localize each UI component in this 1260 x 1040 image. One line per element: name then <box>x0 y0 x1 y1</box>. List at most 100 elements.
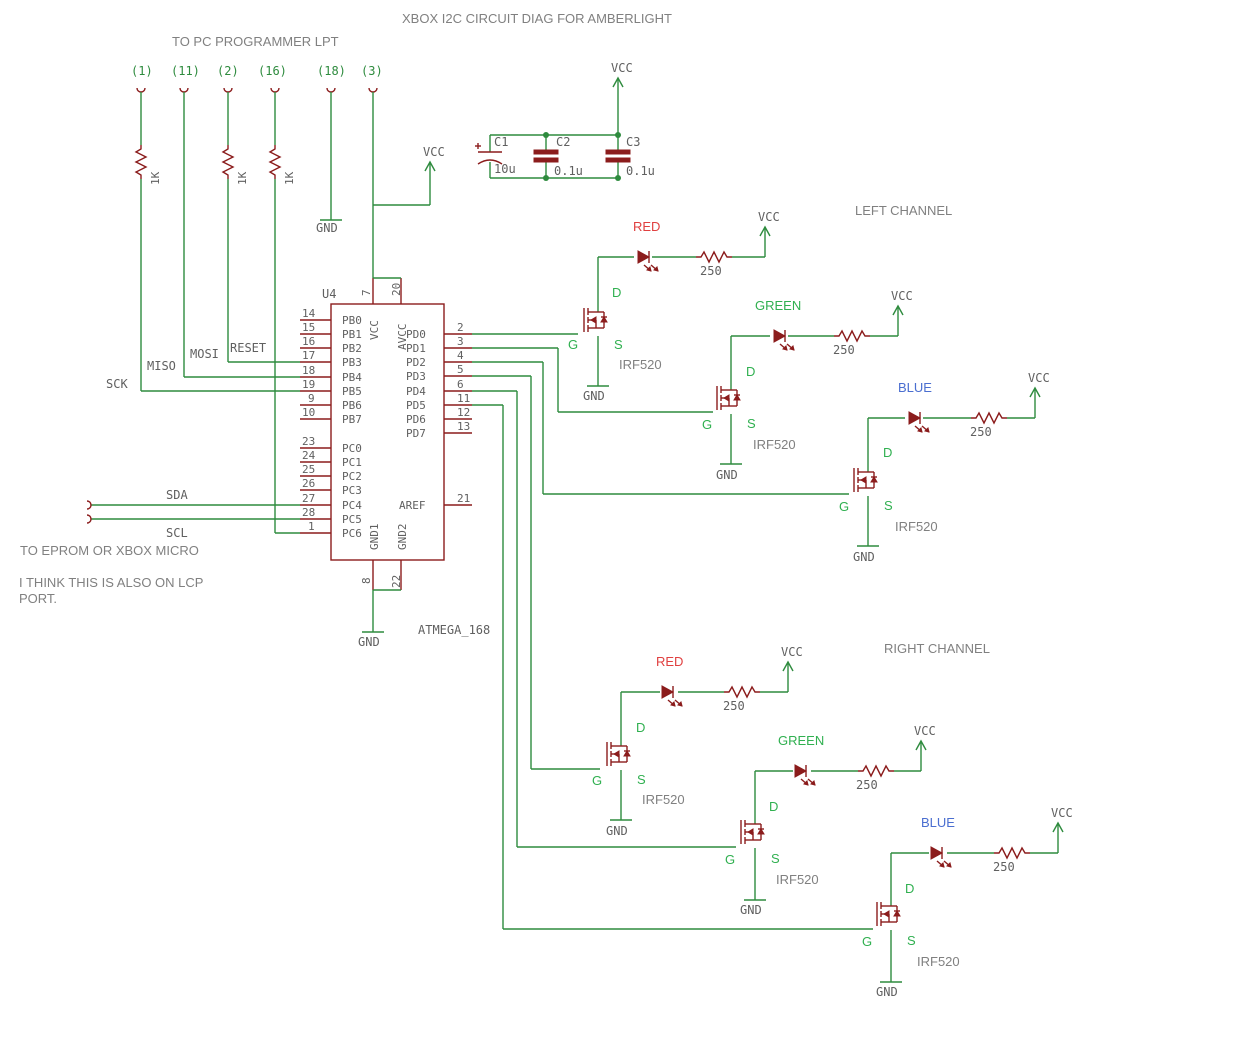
pin-name: PB2 <box>342 342 362 355</box>
resistor-1k-label: 1K <box>283 171 296 185</box>
right-blue-driver <box>876 822 1064 983</box>
left-green-driver <box>716 305 904 465</box>
pin-num: 27 <box>302 492 315 505</box>
pin-num: 16 <box>302 335 315 348</box>
pin-name: PC3 <box>342 484 362 497</box>
pin-num: 12 <box>457 406 470 419</box>
lpt-pin-2: (2) <box>217 64 239 78</box>
diagram-title: XBOX I2C CIRCUIT DIAG FOR AMBERLIGHT <box>402 11 672 26</box>
pin-name: PC5 <box>342 513 362 526</box>
left-red-driver <box>583 226 771 387</box>
right-blue-label: BLUE <box>921 815 955 830</box>
sck-label: SCK <box>106 377 128 391</box>
vcc-label: VCC <box>891 289 913 303</box>
left-blue-driver <box>853 387 1041 547</box>
resistor-250-label: 250 <box>993 860 1015 874</box>
pin-name: PC0 <box>342 442 362 455</box>
eprom-note: TO EPROM OR XBOX MICRO <box>20 543 199 558</box>
i2c-wires <box>86 500 300 524</box>
pin-num: 25 <box>302 463 315 476</box>
pin-num: 11 <box>457 392 470 405</box>
pin-num: 5 <box>457 363 464 376</box>
pin-num: 18 <box>302 364 315 377</box>
gnd-label: GND <box>876 985 898 999</box>
pin-name: PD4 <box>406 385 426 398</box>
right-green-label: GREEN <box>778 733 824 748</box>
left-red-label: RED <box>633 219 660 234</box>
mosfet-g-label: G <box>839 499 849 514</box>
mosfet-s-label: S <box>907 933 916 948</box>
sda-label: SDA <box>166 488 188 502</box>
pin-name: PD2 <box>406 356 426 369</box>
pin-name: PB6 <box>342 399 362 412</box>
pin-name: PD3 <box>406 370 426 383</box>
pin-name: PB3 <box>342 356 362 369</box>
mosfet-s-label: S <box>771 851 780 866</box>
mosfet-d-label: D <box>769 799 778 814</box>
pin-num: 26 <box>302 477 315 490</box>
pin-name: PC2 <box>342 470 362 483</box>
mosfet-g-label: G <box>592 773 602 788</box>
mosfet-g-label: G <box>702 417 712 432</box>
pin-num: 14 <box>302 307 316 320</box>
c1-value: 10u <box>494 162 516 176</box>
pin-name: PD0 <box>406 328 426 341</box>
mosfet-g-label: G <box>725 852 735 867</box>
gnd-label: GND <box>583 389 605 403</box>
mcu-gnd2-label: GND2 <box>396 524 409 551</box>
vcc-label-caps: VCC <box>611 61 633 75</box>
mcu-pin-8: 8 <box>360 577 373 584</box>
mosfet-d-label: D <box>636 720 645 735</box>
mcu-pin-20: 20 <box>390 283 403 296</box>
mcu-body <box>330 303 445 561</box>
pin-name: PB0 <box>342 314 362 327</box>
resistor-250-label: 250 <box>833 343 855 357</box>
resistor-250-label: 250 <box>723 699 745 713</box>
lpt-pin-1: (1) <box>131 64 153 78</box>
resistor-250-label: 250 <box>700 264 722 278</box>
mosfet-s-label: S <box>637 772 646 787</box>
mosfet-g-label: G <box>568 337 578 352</box>
vcc-label: VCC <box>1051 806 1073 820</box>
pin-num: 15 <box>302 321 315 334</box>
pin-num: 10 <box>302 406 315 419</box>
mosfet-g-label: G <box>862 934 872 949</box>
mcu-pin-22: 22 <box>390 575 403 588</box>
pin-name: PD7 <box>406 427 426 440</box>
pin-num: 1 <box>308 520 315 533</box>
pin-num: 17 <box>302 349 315 362</box>
vcc-label: VCC <box>914 724 936 738</box>
gnd-label: GND <box>740 903 762 917</box>
mosfet-part-label: IRF520 <box>917 954 960 969</box>
pin-num: 9 <box>308 392 315 405</box>
mosfet-part-label: IRF520 <box>642 792 685 807</box>
pin-name: PD1 <box>406 342 426 355</box>
mosfet-part-label: IRF520 <box>753 437 796 452</box>
capacitor-bank <box>475 78 631 181</box>
left-channel-label: LEFT CHANNEL <box>855 203 952 218</box>
right-red-label: RED <box>656 654 683 669</box>
vcc-label: VCC <box>1028 371 1050 385</box>
pin-num: 13 <box>457 420 470 433</box>
right-red-driver <box>606 661 794 821</box>
pin-num: 21 <box>457 492 470 505</box>
lcp-note-line2: PORT. <box>19 591 57 606</box>
c3-value: 0.1u <box>626 164 655 178</box>
miso-label: MISO <box>147 359 176 373</box>
pin-name: PB1 <box>342 328 362 341</box>
right-channel-label: RIGHT CHANNEL <box>884 641 990 656</box>
gnd-label: GND <box>853 550 875 564</box>
lcp-note-line1: I THINK THIS IS ALSO ON LCP <box>19 575 203 590</box>
pin-num: 24 <box>302 449 316 462</box>
pin-name: PD6 <box>406 413 426 426</box>
gnd-label: GND <box>716 468 738 482</box>
resistor-250-label: 250 <box>856 778 878 792</box>
pin-name: PC4 <box>342 499 362 512</box>
pin-name: PB7 <box>342 413 362 426</box>
mosfet-part-label: IRF520 <box>895 519 938 534</box>
lpt-connectors <box>136 87 378 93</box>
mcu-part: ATMEGA_168 <box>418 623 490 637</box>
pin-num: 6 <box>457 378 464 391</box>
lpt-pin-3: (3) <box>361 64 383 78</box>
pin-name: PB4 <box>342 371 362 384</box>
